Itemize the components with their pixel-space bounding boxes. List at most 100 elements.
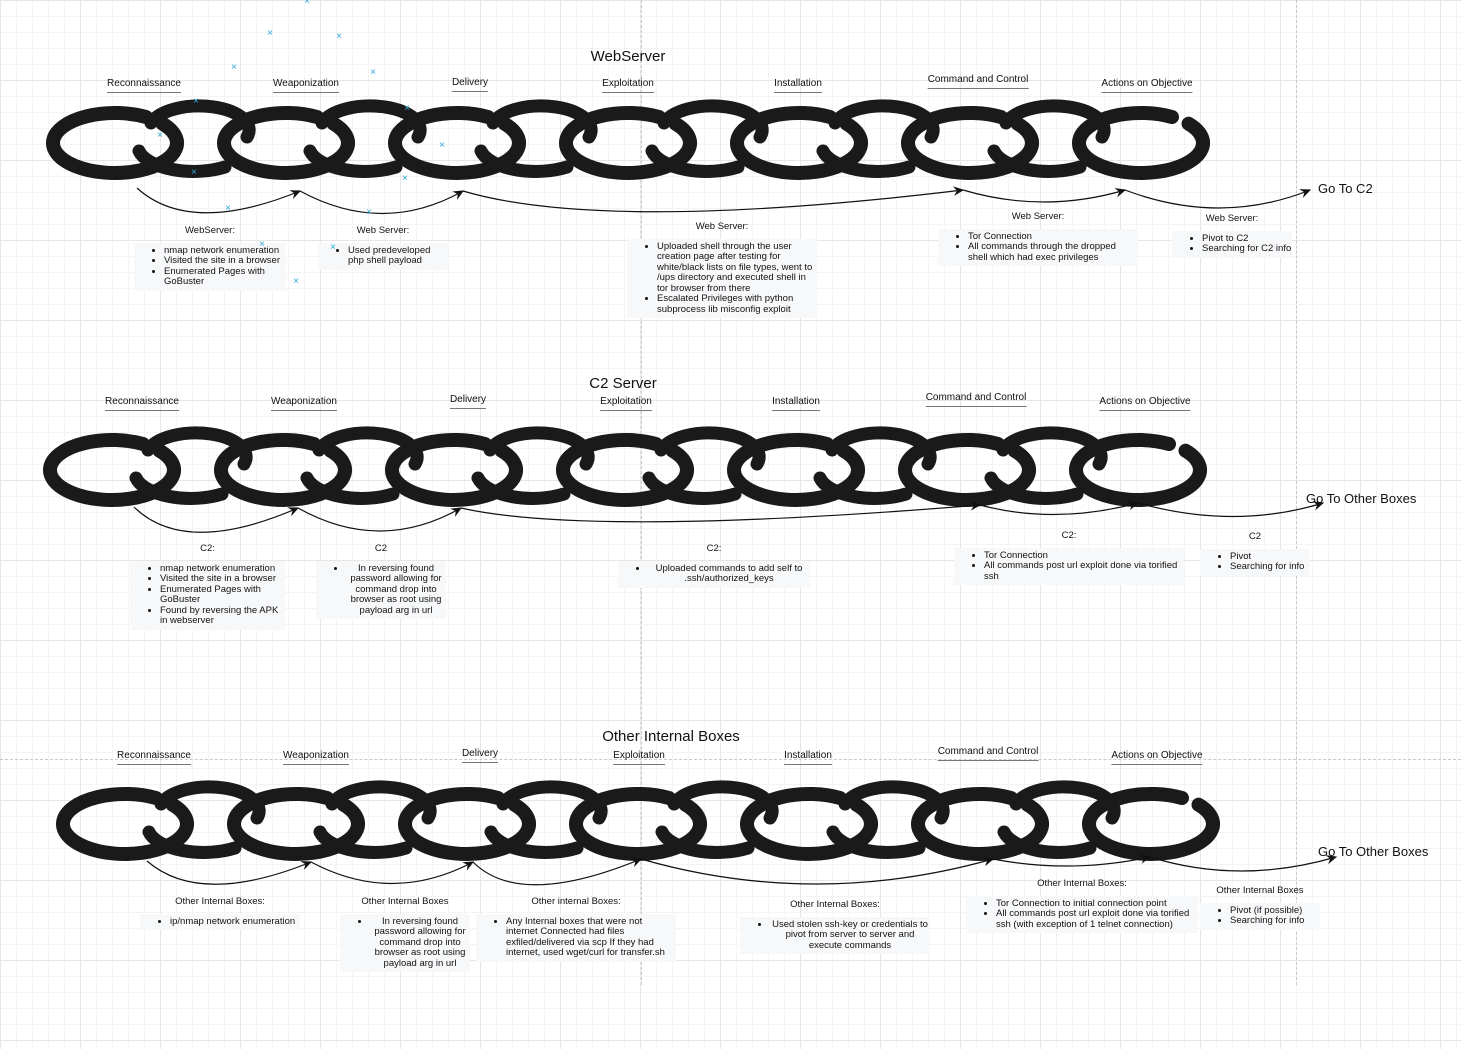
note-list: Used stolen ssh-key or credentials to pi… <box>740 916 930 954</box>
note-heading: Web Server: <box>356 225 410 236</box>
stage-note[interactable]: Other Internal Boxes: Tor Connection to i… <box>966 878 1198 933</box>
stage-note[interactable]: Web Server:Uploaded shell through the us… <box>627 221 817 318</box>
stage-label[interactable]: Exploitation <box>613 750 665 765</box>
stage-label[interactable]: Command and Control <box>925 392 1027 407</box>
stage-note[interactable]: Other Internal Boxes:Used stolen ssh-key… <box>740 899 930 954</box>
goto-label[interactable]: Go To C2 <box>1318 181 1373 196</box>
selection-handle-icon[interactable]: × <box>402 173 408 184</box>
section-title[interactable]: Other Internal Boxes <box>602 728 740 745</box>
selection-handle-icon[interactable]: × <box>231 62 237 73</box>
stage-label[interactable]: Weaponization <box>273 78 339 93</box>
flow-arrow[interactable] <box>460 501 982 523</box>
goto-label[interactable]: Go To Other Boxes <box>1318 844 1429 859</box>
selection-handle-icon[interactable]: × <box>193 96 199 107</box>
stage-label[interactable]: Command and Control <box>927 74 1029 89</box>
stage-label[interactable]: Command and Control <box>937 746 1039 761</box>
stage-label[interactable]: Reconnaissance <box>117 750 191 765</box>
stage-label[interactable]: Actions on Objective <box>1111 750 1203 765</box>
note-item: In reversing found password allowing for… <box>370 916 470 970</box>
stage-label[interactable]: Exploitation <box>602 78 654 93</box>
note-item: ip/nmap network enumeration <box>170 916 300 928</box>
chain-link-icon[interactable] <box>1069 432 1207 507</box>
flow-arrow[interactable] <box>146 860 313 885</box>
stage-label[interactable]: Delivery <box>461 748 499 763</box>
stage-label[interactable]: Actions on Objective <box>1101 78 1193 93</box>
stage-label[interactable]: Weaponization <box>283 750 349 765</box>
selection-handle-icon[interactable]: × <box>304 0 310 7</box>
flow-arrow[interactable] <box>992 854 1152 867</box>
flow-arrow[interactable] <box>1124 189 1312 209</box>
stage-label[interactable]: Installation <box>774 78 822 93</box>
flow-arrow[interactable] <box>133 506 300 533</box>
chain-link-icon[interactable] <box>1082 786 1220 861</box>
stage-note[interactable]: Other Internal BoxesPivot (if possible)S… <box>1200 885 1320 930</box>
note-list: In reversing found password allowing for… <box>340 913 470 972</box>
note-heading: Web Server: <box>1011 211 1065 222</box>
selection-handle-icon[interactable]: × <box>366 207 372 218</box>
flow-arrow[interactable] <box>1149 855 1338 872</box>
stage-note[interactable]: Web Server:Used predeveloped php shell p… <box>318 225 448 270</box>
section-title[interactable]: WebServer <box>590 48 666 65</box>
note-list: Tor ConnectionAll commands through the d… <box>938 228 1138 266</box>
stage-note[interactable]: Other Internal BoxesIn reversing found p… <box>340 896 470 972</box>
note-heading: C2: <box>706 543 722 554</box>
flow-arrow[interactable] <box>299 190 465 215</box>
selection-handle-icon[interactable]: × <box>336 31 342 42</box>
note-item: Pivot (if possible) <box>1230 905 1320 917</box>
stage-note[interactable]: Other Internal Boxes:ip/nmap network enu… <box>140 896 300 930</box>
flow-arrow[interactable] <box>310 861 475 885</box>
note-item: Uploaded shell through the user creation… <box>657 241 817 295</box>
stage-note[interactable]: C2:Uploaded commands to add self to .ssh… <box>618 543 810 588</box>
note-item: Found by reversing the APK in webserver <box>160 605 285 627</box>
stage-note[interactable]: Web Server: Tor ConnectionAll commands th… <box>938 211 1138 266</box>
stage-label[interactable]: Delivery <box>449 394 487 409</box>
note-heading: Other Internal Boxes <box>1216 885 1304 896</box>
stage-note[interactable]: C2:nmap network enumerationVisited the s… <box>130 543 285 630</box>
section-title[interactable]: C2 Server <box>589 375 657 392</box>
chain-link-icon[interactable] <box>1072 105 1210 180</box>
stage-note[interactable]: Web Server:Pivot to C2Searching for C2 i… <box>1172 213 1292 258</box>
flow-arrow[interactable] <box>962 188 1127 203</box>
flow-arrow[interactable] <box>472 858 643 886</box>
note-item: Searching for info <box>1230 561 1310 573</box>
note-item: Pivot to C2 <box>1202 233 1292 245</box>
flow-arrow[interactable] <box>640 856 995 885</box>
note-item: Enumerated Pages with GoBuster <box>164 266 286 288</box>
selection-handle-icon[interactable]: × <box>330 242 336 253</box>
stage-note[interactable]: WebServer:nmap network enumerationVisite… <box>134 225 286 291</box>
stage-note[interactable]: C2PivotSearching for info <box>1200 531 1310 576</box>
stage-label[interactable]: Exploitation <box>600 396 652 411</box>
note-list: nmap network enumerationVisited the site… <box>130 560 285 630</box>
flow-arrow[interactable] <box>979 500 1140 516</box>
selection-handle-icon[interactable]: × <box>267 28 273 39</box>
note-item: Tor Connection to initial connection poi… <box>996 898 1198 910</box>
selection-handle-icon[interactable]: × <box>157 130 163 141</box>
selection-handle-icon[interactable]: × <box>370 67 376 78</box>
selection-handle-icon[interactable]: × <box>293 276 299 287</box>
stage-label[interactable]: Installation <box>784 750 832 765</box>
note-heading: Other Internal Boxes: <box>1037 878 1127 889</box>
stage-label[interactable]: Delivery <box>451 77 489 92</box>
selection-handle-icon[interactable]: × <box>225 203 231 214</box>
stage-label[interactable]: Reconnaissance <box>105 396 179 411</box>
stage-label[interactable]: Reconnaissance <box>107 78 181 93</box>
stage-note[interactable]: C2In reversing found password allowing f… <box>316 543 446 619</box>
selection-handle-icon[interactable]: × <box>439 140 445 151</box>
selection-handle-icon[interactable]: × <box>191 167 197 178</box>
selection-handle-icon[interactable]: × <box>259 239 265 250</box>
stage-label[interactable]: Weaponization <box>271 396 337 411</box>
goto-label[interactable]: Go To Other Boxes <box>1306 491 1417 506</box>
note-item: Tor Connection <box>984 550 1184 562</box>
flow-arrow[interactable] <box>297 507 463 532</box>
flow-arrow[interactable] <box>1137 501 1325 518</box>
stage-note[interactable]: C2:Tor ConnectionAll commands post url e… <box>954 530 1184 585</box>
stage-note[interactable]: Other internal Boxes:Any Internal boxes … <box>476 896 676 962</box>
stage-label[interactable]: Actions on Objective <box>1099 396 1191 411</box>
stage-label[interactable]: Installation <box>772 396 820 411</box>
flow-arrow[interactable] <box>136 187 302 214</box>
selection-handle-icon[interactable]: × <box>404 103 410 114</box>
note-heading: Web Server: <box>1205 213 1259 224</box>
flow-arrow[interactable] <box>462 186 965 213</box>
